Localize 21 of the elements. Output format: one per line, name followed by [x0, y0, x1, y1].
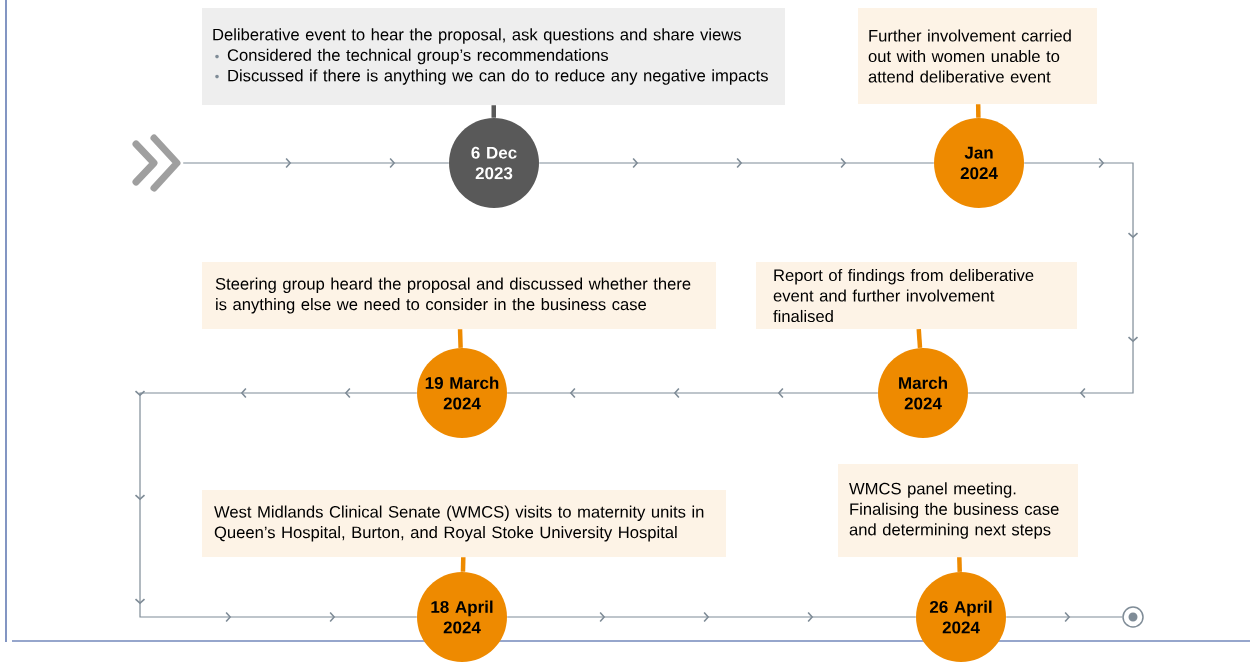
- timeline-connector: [1005, 611, 1123, 623]
- timeline-connector: [506, 611, 917, 623]
- timeline-connector: [182, 157, 450, 169]
- timeline-connector: [506, 387, 879, 399]
- text-box: West Midlands Clinical Senate (WMCS) visits to maternity units in Queen’s Hospital, Burton, and Royal Stoke University Hospital: [202, 490, 726, 557]
- text-box: Further involvement carried out with women unable to attend deliberative event: [858, 8, 1097, 104]
- text-box: Deliberative event to hear the proposal, ask questions and share views Considered the technical group’s recommendations Discussed if there is anything we can do to reduce any negative impacts: [202, 8, 785, 105]
- leader-line: [975, 104, 981, 118]
- timeline-connector: [538, 157, 935, 169]
- leader-line: [460, 557, 466, 572]
- text-box: Report of findings from deliberative event and further involvement finalised: [756, 262, 1077, 329]
- text-box: WMCS panel meeting. Finalising the business case and determining next steps: [838, 464, 1078, 557]
- text-box: Steering group heard the proposal and discussed whether there is anything else we need to consider in the business case: [202, 262, 716, 329]
- leader-line: [916, 329, 923, 349]
- leader-line: [457, 329, 463, 348]
- timeline-connector: [967, 157, 1139, 399]
- leader-line: [491, 105, 497, 118]
- double-chevron-icon: [132, 134, 181, 192]
- leader-line: [957, 557, 962, 572]
- end-target-icon: [1122, 606, 1144, 628]
- timeline-connector: [134, 387, 418, 623]
